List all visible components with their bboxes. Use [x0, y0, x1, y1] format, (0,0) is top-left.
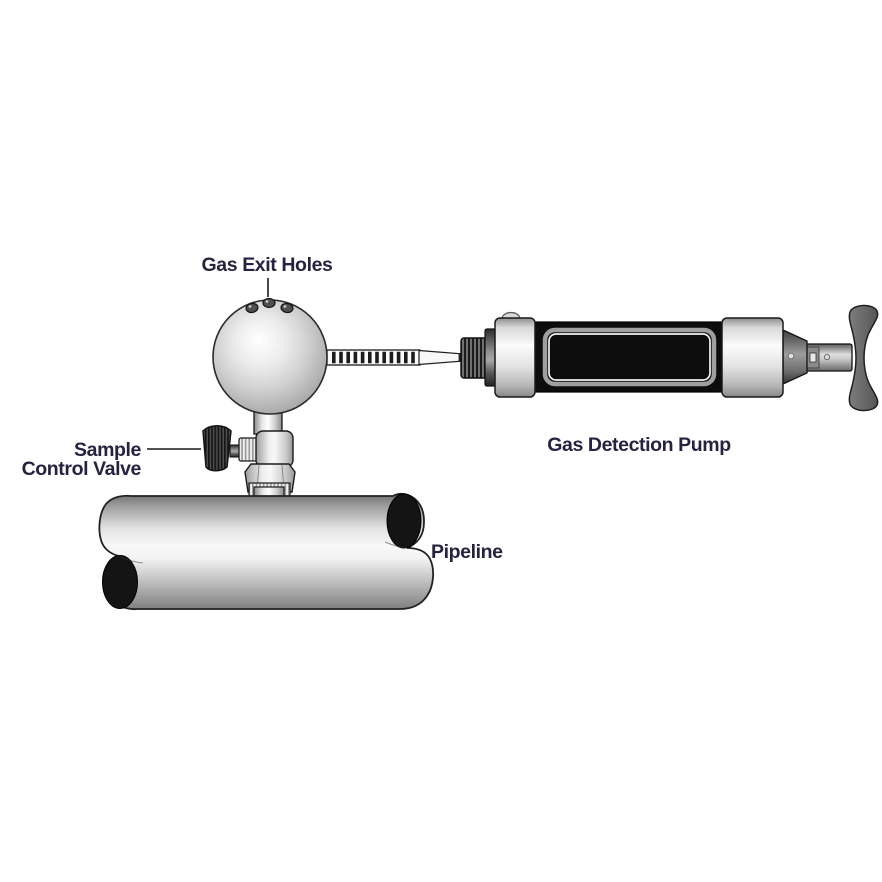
label-gas-exit-holes: Gas Exit Holes: [202, 254, 334, 276]
valve-knob: [202, 425, 232, 472]
hole-highlight: [283, 305, 287, 308]
pump-t-handle: [848, 304, 879, 412]
collar-pin: [787, 352, 795, 360]
pipe-cut-end-right: [386, 493, 422, 549]
pump-right-cap: [721, 317, 784, 398]
label-sample-control-valve-line2: Control Valve: [22, 458, 142, 480]
pump-inlet-knurled-connector: [460, 337, 488, 379]
sphere: [212, 299, 328, 415]
pump-left-cap: [494, 317, 536, 398]
tube-taper-tip: [418, 349, 462, 366]
label-pipeline: Pipeline: [431, 541, 503, 563]
pipe-body: [98, 492, 434, 611]
sampling-tube: [326, 349, 470, 366]
valve-body: [255, 430, 294, 468]
sampling-sphere: [212, 297, 328, 415]
gas-detection-pump: [460, 304, 879, 412]
gas-exit-hole: [262, 297, 276, 309]
pump-tapered-collar: [782, 328, 808, 386]
pump-window-hairline: [548, 333, 711, 381]
shaft-pin: [824, 353, 831, 360]
label-gas-detection-pump: Gas Detection Pump: [547, 434, 731, 456]
label-sample-control-valve-line1: Sample: [74, 439, 142, 461]
pump-window-frame: [542, 327, 717, 387]
pipeline: [98, 492, 434, 611]
sample-control-valve: [202, 406, 296, 501]
shaft-collar-slot: [809, 352, 817, 363]
pipe-seam-right: [384, 541, 408, 549]
hole-highlight: [248, 305, 252, 308]
pipe-seam-left: [118, 555, 144, 564]
gas-exit-holes: [245, 297, 294, 314]
hole-highlight: [265, 300, 269, 303]
pump-barrel: [532, 321, 725, 393]
pipe-cut-end-left: [102, 555, 138, 609]
